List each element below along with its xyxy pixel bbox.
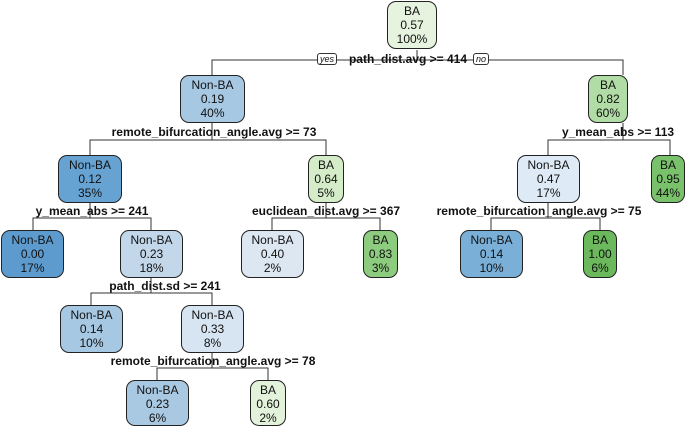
edge-n3-children bbox=[547, 139, 671, 155]
node-class: Non-BA bbox=[527, 158, 570, 172]
tree-node-n8: Non-BA 0.00 17% bbox=[1, 230, 64, 278]
node-prob: 0.14 bbox=[79, 322, 104, 336]
node-pct: 2% bbox=[259, 411, 277, 425]
node-prob: 0.64 bbox=[314, 172, 338, 186]
tree-node-n4: Non-BA 0.12 35% bbox=[58, 155, 122, 203]
node-pct: 10% bbox=[479, 261, 504, 275]
node-prob: 0.83 bbox=[368, 247, 393, 261]
node-class: BA bbox=[317, 158, 334, 172]
node-prob: 0.82 bbox=[596, 92, 620, 106]
node-class: Non-BA bbox=[68, 158, 112, 172]
node-prob: 0.00 bbox=[20, 247, 45, 261]
node-pct: 3% bbox=[371, 261, 390, 275]
split-label-n15: remote_bifurcation_angle.avg >= 78 bbox=[110, 354, 316, 368]
edge-n5-children bbox=[271, 217, 381, 230]
tree-node-n11: BA 0.83 3% bbox=[363, 230, 398, 278]
tree-node-n10: Non-BA 0.40 2% bbox=[241, 230, 304, 278]
node-class: BA bbox=[599, 78, 616, 92]
tree-node-n5: BA 0.64 5% bbox=[308, 155, 344, 203]
node-pct: 17% bbox=[20, 261, 45, 275]
branch-tag-yes: yes bbox=[317, 53, 338, 65]
node-pct: 2% bbox=[263, 261, 282, 275]
node-pct: 6% bbox=[591, 261, 609, 275]
node-prob: 0.33 bbox=[200, 322, 225, 336]
node-class: Non-BA bbox=[251, 233, 294, 247]
node-prob: 0.23 bbox=[145, 397, 170, 411]
node-prob: 0.60 bbox=[256, 397, 280, 411]
edge-n15-children bbox=[156, 367, 269, 380]
node-pct: 8% bbox=[203, 336, 222, 350]
tree-node-n6: Non-BA 0.47 17% bbox=[517, 155, 580, 203]
node-class: BA bbox=[591, 233, 608, 247]
tree-node-n3: BA 0.82 60% bbox=[588, 75, 628, 123]
node-pct: 6% bbox=[148, 411, 167, 425]
node-class: Non-BA bbox=[136, 383, 179, 397]
node-prob: 0.12 bbox=[78, 172, 102, 186]
edge-n2-children bbox=[89, 139, 327, 155]
node-class: BA bbox=[659, 158, 676, 172]
split-label-n2: remote_bifurcation_angle.avg >= 73 bbox=[111, 125, 317, 139]
node-prob: 0.40 bbox=[260, 247, 285, 261]
split-label-n9: path_dist.sd >= 241 bbox=[109, 279, 221, 293]
split-label-root: path_dist.avg >= 414 bbox=[348, 52, 468, 66]
tree-node-n7: BA 0.95 44% bbox=[651, 155, 685, 203]
tree-node-n14: Non-BA 0.14 10% bbox=[60, 305, 123, 353]
tree-node-root: BA 0.57 100% bbox=[387, 1, 437, 49]
split-label-n6: remote_bifurcation_angle.avg >= 75 bbox=[436, 204, 642, 218]
node-class: Non-BA bbox=[191, 308, 234, 322]
edge-n4-children bbox=[32, 217, 152, 230]
edge-n6-children bbox=[490, 217, 601, 230]
edge-n9-children bbox=[90, 292, 213, 305]
node-pct: 60% bbox=[595, 106, 621, 120]
tree-node-n17: BA 0.60 2% bbox=[250, 380, 286, 426]
node-prob: 0.47 bbox=[536, 172, 561, 186]
tree-node-n9: Non-BA 0.23 18% bbox=[120, 230, 183, 278]
node-prob: 0.19 bbox=[200, 92, 225, 106]
split-label-n3: y_mean_abs >= 113 bbox=[561, 125, 675, 139]
node-class: BA bbox=[372, 233, 389, 247]
split-label-n4: y_mean_abs >= 241 bbox=[35, 204, 149, 218]
node-pct: 18% bbox=[139, 261, 164, 275]
branch-tag-no: no bbox=[473, 53, 490, 65]
tree-node-n15: Non-BA 0.33 8% bbox=[181, 305, 244, 353]
node-class: Non-BA bbox=[470, 233, 513, 247]
node-prob: 1.00 bbox=[588, 247, 612, 261]
node-pct: 100% bbox=[396, 32, 428, 46]
node-class: Non-BA bbox=[191, 78, 234, 92]
tree-node-n12: Non-BA 0.14 10% bbox=[460, 230, 523, 278]
tree-node-n16: Non-BA 0.23 6% bbox=[126, 380, 189, 426]
node-pct: 5% bbox=[317, 186, 335, 200]
tree-node-n2: Non-BA 0.19 40% bbox=[180, 75, 245, 123]
node-prob: 0.57 bbox=[400, 18, 424, 32]
node-prob: 0.95 bbox=[656, 172, 680, 186]
tree-node-n13: BA 1.00 6% bbox=[583, 230, 617, 278]
node-pct: 40% bbox=[200, 106, 225, 120]
node-pct: 35% bbox=[77, 186, 103, 200]
node-class: Non-BA bbox=[70, 308, 113, 322]
split-label-n5: euclidean_dist.avg >= 367 bbox=[251, 204, 401, 218]
node-prob: 0.23 bbox=[139, 247, 164, 261]
node-pct: 10% bbox=[79, 336, 104, 350]
node-pct: 17% bbox=[536, 186, 561, 200]
node-class: BA bbox=[403, 4, 420, 18]
node-class: Non-BA bbox=[130, 233, 173, 247]
node-class: Non-BA bbox=[11, 233, 54, 247]
node-pct: 44% bbox=[655, 186, 681, 200]
node-class: BA bbox=[259, 383, 276, 397]
node-prob: 0.14 bbox=[479, 247, 504, 261]
